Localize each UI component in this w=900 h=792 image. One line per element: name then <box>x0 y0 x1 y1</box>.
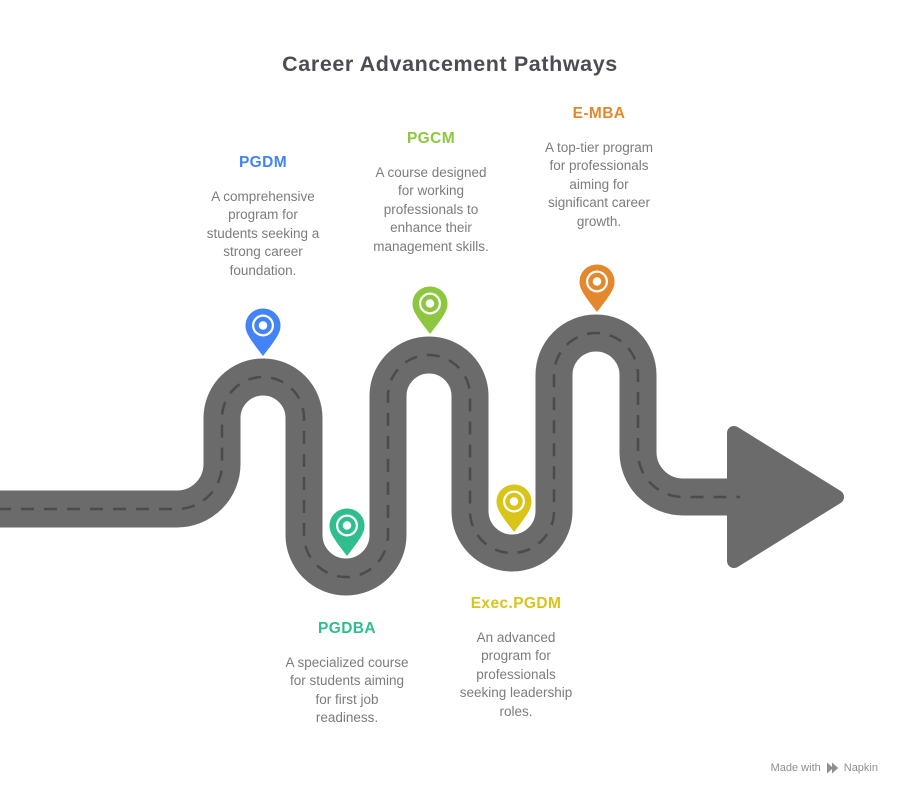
item-pgdba: PGDBA A specialized course for students … <box>242 620 452 728</box>
item-e-mba-label: E-MBA <box>572 105 626 122</box>
item-exec-pgdm-description: An advanced program for professionals se… <box>459 630 573 719</box>
watermark-brand: Napkin <box>843 762 878 774</box>
item-pgdba-label: PGDBA <box>318 620 376 637</box>
item-exec-pgdm-label: Exec.PGDM <box>470 595 562 612</box>
napkin-logo-icon <box>826 762 838 774</box>
page-title: Career Advancement Pathways <box>282 52 618 76</box>
pin-pgdm-icon <box>242 306 284 358</box>
item-pgdm-description: A comprehensive program for students see… <box>206 189 320 278</box>
pin-ring <box>505 492 523 511</box>
item-pgdm-label: PGDM <box>238 154 288 171</box>
item-pgdba-description: A specialized course for students aiming… <box>285 655 409 726</box>
item-pgdm: PGDM A comprehensive program for student… <box>158 154 368 280</box>
pin-pgcm-icon <box>409 284 451 336</box>
item-pgcm-label: PGCM <box>406 130 456 147</box>
item-e-mba: E-MBA A top-tier program for professiona… <box>494 105 704 231</box>
watermark-prefix: Made with <box>770 762 821 774</box>
item-pgcm: PGCM A course designed for working profe… <box>326 130 536 256</box>
pin-e-mba-icon <box>576 262 618 314</box>
pin-exec-pgdm-icon <box>493 482 535 534</box>
pin-pgdba-icon <box>326 506 368 558</box>
item-pgcm-description: A course designed for working profession… <box>373 165 489 254</box>
pin-ring <box>338 516 356 535</box>
pin-ring <box>421 294 439 313</box>
pin-ring <box>588 272 606 291</box>
road-centerline <box>0 331 740 579</box>
pin-ring <box>254 316 272 335</box>
item-e-mba-description: A top-tier program for professionals aim… <box>544 140 654 229</box>
napkin-watermark: Made with Napkin <box>771 762 878 774</box>
item-exec-pgdm: Exec.PGDM An advanced program for profes… <box>411 595 621 721</box>
